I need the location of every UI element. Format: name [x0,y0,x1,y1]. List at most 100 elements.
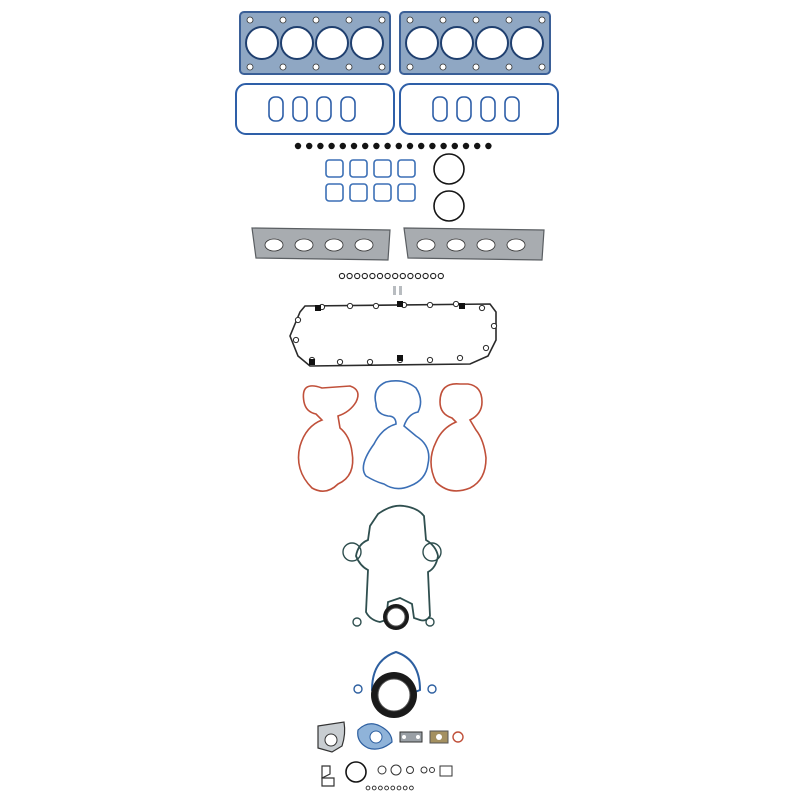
grommet [384,142,391,150]
cylinder-bore [475,26,509,60]
cylinder-bore [440,26,474,60]
throttle-o-ring-bottom [433,190,465,222]
small-gasket [439,765,453,777]
oil-pan-bolt-hole [292,336,300,344]
intake-manifold-gasket-center [362,380,430,490]
oil-pan-bolt-hole [490,322,498,330]
intake-port-gaskets [325,159,416,202]
exhaust-manifold-gaskets [251,227,545,261]
cylinder-head-gaskets [239,11,551,75]
oil-pan-bolt-hole [456,354,464,362]
spark-plug-seal [268,96,284,122]
washer [392,272,399,280]
bolt-hole [406,63,414,71]
exhaust-port [354,238,374,252]
grommet [317,142,324,150]
bolt-hole [345,16,353,24]
exhaust-bolt-washers [338,272,444,280]
grommet [350,142,358,150]
grommet [406,142,414,150]
bolt-hole [439,16,447,24]
intake-manifold-gasket-right [430,383,487,492]
spark-plug-seal [432,96,448,122]
oil-pan-clip [397,355,403,361]
spark-plug-seal [456,96,472,122]
grommet [373,142,380,150]
intake-port-gasket [373,159,392,178]
small-washer [390,764,402,776]
washer [354,272,361,280]
washer [437,272,444,280]
cylinder-bore [510,26,544,60]
washer [414,272,422,280]
bolt-hole [538,63,546,71]
intake-port-gasket [325,159,344,178]
tiny-washer [365,785,371,791]
oil-pan-clip [397,301,403,307]
oil-pan-bolt-hole [426,356,434,364]
intake-manifold-gasket-left [297,385,359,492]
small-washer [406,766,414,774]
bolt-hole [439,63,447,71]
cylinder-bore [405,26,439,60]
washer [376,272,384,280]
valve-cover-gasket-1 [235,83,395,135]
oil-pan-bolt-hole [482,344,490,352]
bolt-hole [538,16,546,24]
spark-plug-seal [340,96,356,122]
oil-pan-bolt-hole [346,302,354,310]
washer [338,272,346,280]
grommet [429,142,436,150]
spark-plug-seal [292,96,308,122]
oil-pan-bolt-hole [366,358,374,366]
bolt-hole [378,16,386,24]
tiny-washer [390,785,396,791]
bolt-hole [505,16,513,24]
washer [346,272,353,280]
bolt-hole [472,63,480,71]
cylinder-bore [245,26,279,60]
intake-port-gasket [397,183,416,202]
valve-cover-gasket-2 [399,83,559,135]
tiny-washer [402,785,408,791]
intake-port-gasket [373,183,392,202]
water-pump-gasket [317,721,346,753]
oil-pan-clip [309,359,315,365]
tiny-washer [396,785,402,791]
exhaust-manifold-gasket-1 [251,227,391,261]
spark-plug-seal [480,96,496,122]
cylinder-bore [315,26,349,60]
oil-pan-clip [315,305,321,311]
bolt-hole [505,63,513,71]
washer [361,272,368,280]
washer [384,272,391,280]
small-o-ring [452,731,464,743]
intake-port-gasket [325,183,344,202]
timing-cover-gasket [342,504,442,627]
rear-main-seal [371,672,417,718]
oil-pan-bolt-hole [478,304,486,312]
oil-pan-bolt-hole [426,301,434,309]
thermostat-gasket [357,723,393,750]
throttle-body-o-rings [433,153,465,222]
washer [399,272,406,280]
washer [369,272,376,280]
small-washer [377,765,387,775]
valve-cover-gaskets [235,83,559,135]
bolt-hole [345,63,353,71]
egr-gasket [399,731,423,743]
grommet [462,142,470,150]
grommet [328,142,335,150]
bolt-hole [472,16,480,24]
small-washer [429,767,435,773]
exhaust-manifold-gasket-2 [403,227,545,261]
assorted-small-seals [321,761,367,787]
bolt-hole [312,63,320,71]
cylinder-bore [280,26,314,60]
bottom-washer-row [365,764,453,791]
sensor-gasket [429,730,449,744]
oil-pan-bolt-hole [372,302,380,310]
washer [407,272,414,280]
intake-port-gasket [349,159,368,178]
